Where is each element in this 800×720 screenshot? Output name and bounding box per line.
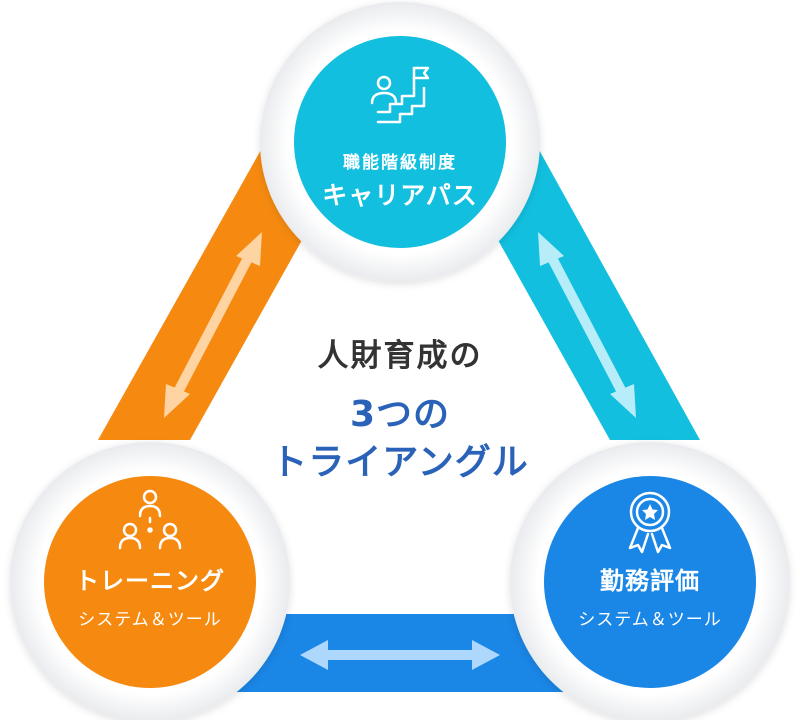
- center-heading-line2: 3つの: [349, 394, 451, 435]
- left-double-arrow: [164, 232, 262, 418]
- evaluation-subtitle: システム＆ツール: [578, 610, 722, 630]
- node-evaluation: [510, 442, 790, 720]
- award-medal-icon: [628, 491, 672, 554]
- training-title: トレーニング: [75, 567, 225, 595]
- career-stairs-flag-icon: [370, 66, 430, 124]
- right-double-arrow: [538, 232, 636, 418]
- center-heading-line3: トライアングル: [271, 442, 529, 483]
- career-title: キャリアパス: [322, 181, 478, 210]
- node-career-path: [260, 2, 540, 282]
- bottom-double-arrow: [300, 640, 500, 670]
- evaluation-title: 勤務評価: [600, 567, 700, 595]
- orange-band: [98, 148, 302, 440]
- cyan-band: [498, 148, 700, 440]
- center-heading-line1: 人財育成の: [317, 338, 483, 374]
- training-group-icon: [118, 489, 182, 550]
- training-subtitle: システム＆ツール: [78, 610, 222, 630]
- node-training: [10, 442, 290, 720]
- career-subtitle: 職能階級制度: [343, 153, 457, 173]
